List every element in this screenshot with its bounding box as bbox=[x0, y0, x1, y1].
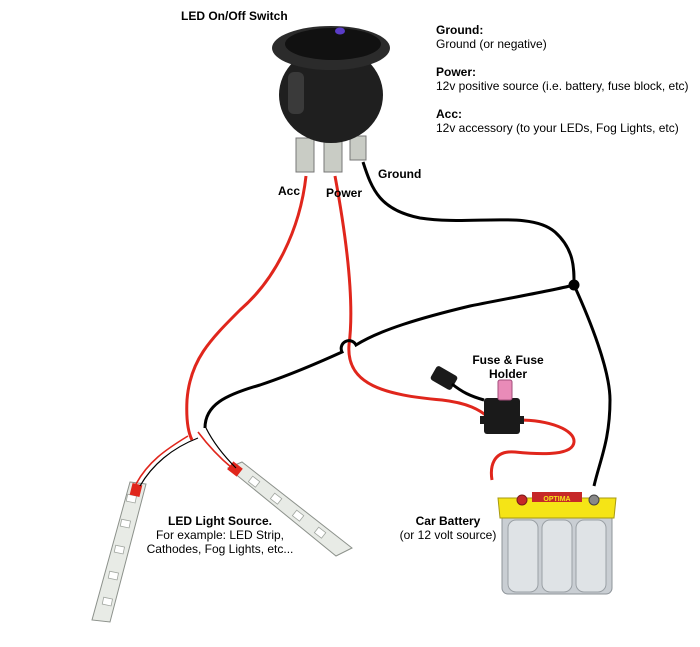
terminal-ground-label: Ground bbox=[378, 167, 422, 181]
fuse-label-line1: Fuse & Fuse bbox=[472, 353, 544, 367]
led-ground-wire bbox=[203, 283, 575, 429]
power-wire bbox=[333, 175, 489, 419]
fuse-holder bbox=[430, 366, 524, 434]
legend-acc-desc: 12v accessory (to your LEDs, Fog Lights,… bbox=[436, 121, 679, 135]
led-lead-right-red bbox=[197, 431, 233, 469]
acc-wire bbox=[185, 175, 308, 441]
switch-title: LED On/Off Switch bbox=[181, 9, 288, 23]
led-strip-left bbox=[91, 481, 147, 623]
fuse-label: Fuse & Fuse Holder bbox=[462, 353, 554, 381]
switch-indicator-light bbox=[335, 27, 345, 35]
fuse-label-line2: Holder bbox=[488, 367, 527, 381]
battery-label: Car Battery (or 12 volt source) bbox=[392, 514, 504, 542]
led-switch bbox=[272, 26, 390, 173]
terminal-acc-label: Acc bbox=[278, 184, 301, 198]
led-line1: For example: LED Strip, bbox=[155, 528, 285, 542]
ground-wire-switch bbox=[361, 161, 576, 286]
battery-title: Car Battery bbox=[415, 514, 481, 528]
car-battery: OPTIMA bbox=[497, 492, 617, 595]
terminal-power-label: Power bbox=[326, 186, 363, 200]
battery-brand: OPTIMA bbox=[543, 496, 570, 503]
ground-junction bbox=[568, 279, 580, 291]
led-line2: Cathodes, Fog Lights, etc... bbox=[146, 542, 294, 556]
led-lead-left-black bbox=[139, 437, 199, 487]
battery-subtitle: (or 12 volt source) bbox=[399, 528, 497, 542]
led-strip-right bbox=[227, 461, 353, 557]
fuse bbox=[497, 379, 513, 401]
battery-negative-terminal bbox=[588, 494, 600, 506]
legend-power-desc: 12v positive source (i.e. battery, fuse … bbox=[436, 79, 689, 93]
led-lead-left-red bbox=[135, 435, 189, 485]
legend-acc-heading: Acc: bbox=[436, 107, 463, 121]
legend-ground-heading: Ground: bbox=[436, 23, 484, 37]
led-label: LED Light Source. For example: LED Strip… bbox=[142, 514, 298, 556]
led-lead-right-black bbox=[205, 427, 237, 469]
ground-wire-battery bbox=[572, 284, 612, 487]
fuse-to-battery-wire bbox=[489, 418, 576, 481]
legend-ground-desc: Ground (or negative) bbox=[436, 37, 547, 51]
battery-positive-terminal bbox=[516, 494, 528, 506]
legend-power-heading: Power: bbox=[436, 65, 477, 79]
led-title: LED Light Source. bbox=[167, 514, 272, 528]
